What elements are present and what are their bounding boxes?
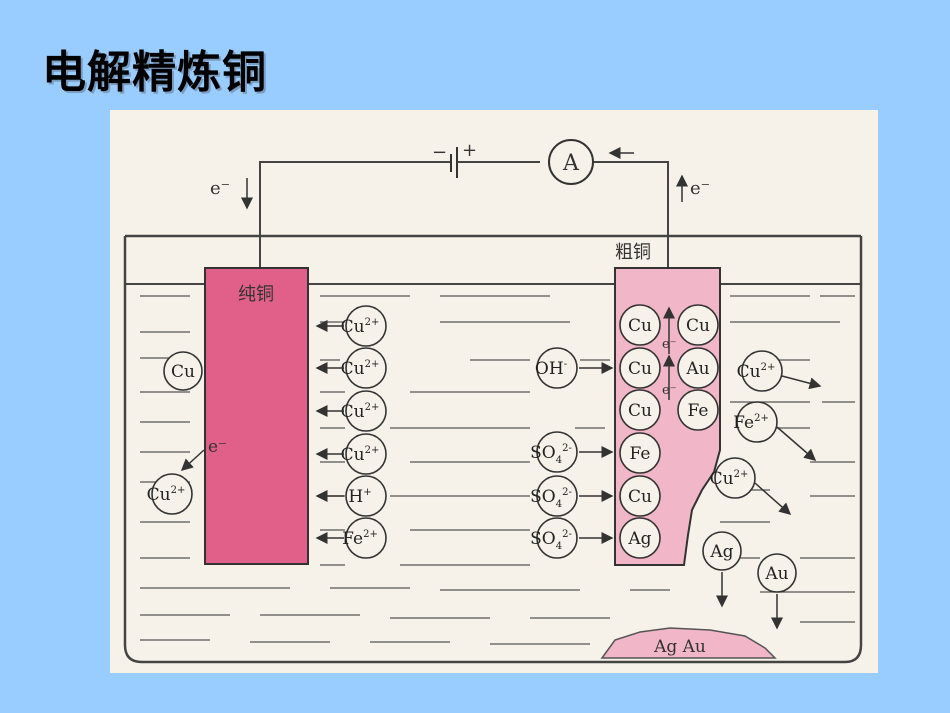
cathode-label: 纯铜 [238, 284, 274, 305]
anode-atom-c1-0-text: Cu [628, 316, 652, 336]
right-ion-arrow-0 [781, 375, 822, 390]
left-cu2-ion-text: Cu2+ [147, 485, 186, 505]
battery-neg-label: − [432, 142, 447, 163]
left-cu-atom-text: Cu [171, 362, 195, 382]
cathode-ion-5: Fe2+ [342, 517, 387, 559]
right-ion-0-text: Cu2+ [737, 362, 776, 382]
anode-atom-c1-0: Cu [619, 304, 661, 346]
wire-right [575, 161, 669, 268]
right-ion-0: Cu2+ [737, 350, 783, 392]
right-ion-1: Fe2+ [733, 401, 778, 443]
left-electron-label: e⁻ [208, 437, 227, 457]
cathode-ion-2: Cu2+ [341, 390, 387, 432]
anion-so4-0-text: SO42- [530, 443, 572, 466]
anion-so4-1-text: SO42- [530, 487, 572, 510]
cathode-ion-4: H+ [345, 475, 387, 517]
anode-atom-c1-1: Cu [619, 347, 661, 389]
cathode-pure-copper [204, 267, 309, 565]
anion-so4-2-text: SO42- [530, 529, 572, 552]
anode-electron-label-0: e⁻ [662, 337, 677, 352]
anode-atom-c1-5: Ag [619, 517, 661, 559]
right-ion-arrow-2 [754, 482, 792, 515]
left-cu2-ion: Cu2+ [147, 473, 193, 515]
anode-atom-c1-2-text: Cu [628, 401, 652, 421]
anode-atom-c1-5-text: Ag [627, 529, 651, 549]
electrolysis-figure: − + A e⁻ e⁻ 纯铜 粗铜 Ag Au Cu2+ Cu2+ Cu2+ Cu2+… [110, 110, 878, 673]
electron-left-label: e⁻ [210, 178, 230, 199]
sinking-ag-text: Ag [709, 542, 733, 562]
anion-so4-2: SO42- [530, 517, 578, 559]
sludge-label: Ag Au [653, 637, 706, 657]
battery-pos-label: + [462, 140, 477, 161]
right-ion-1-text: Fe2+ [733, 413, 769, 433]
anode-atom-c2-1-text: Au [685, 359, 709, 379]
slide-title: 电解精炼铜 [42, 47, 267, 98]
electrolysis-diagram: − + A e⁻ e⁻ 纯铜 粗铜 Ag Au Cu2+ Cu2+ Cu2+ Cu2+… [123, 139, 863, 664]
sinking-au-text: Au [764, 564, 788, 584]
cathode-ion-0-text: Cu2+ [341, 317, 380, 337]
cathode-ion-1: Cu2+ [341, 347, 387, 389]
anode-electron-label-1: e⁻ [662, 383, 677, 398]
anode-atom-c1-3-text: Fe [630, 444, 651, 464]
left-cu-atom: Cu [163, 351, 203, 391]
cathode-ion-3: Cu2+ [341, 433, 387, 475]
anode-atom-c2-0-text: Cu [686, 316, 710, 336]
cathode-ion-5-text: Fe2+ [342, 529, 378, 549]
anion-so4-1: SO42- [530, 475, 578, 517]
anode-atom-c2-0: Cu [677, 304, 719, 346]
tank [123, 236, 863, 664]
anode-label: 粗铜 [615, 242, 651, 263]
cathode-ion-0: Cu2+ [341, 305, 387, 347]
anion-so4-0: SO42- [530, 431, 578, 473]
anode-atom-c1-3: Fe [619, 432, 661, 474]
cathode-ion-3-text: Cu2+ [341, 445, 380, 465]
right-ion-2: Cu2+ [710, 457, 756, 499]
ammeter-label: A [562, 151, 580, 176]
anode-atom-c2-2: Fe [677, 389, 719, 431]
electrolyte-lines [140, 295, 855, 645]
ammeter [548, 139, 594, 185]
anode-atom-c1-1-text: Cu [628, 359, 652, 379]
anion-oh: OH- [535, 347, 578, 389]
anode-atom-c1-2: Cu [619, 389, 661, 431]
cathode-ion-2-text: Cu2+ [341, 402, 380, 422]
electron-right-label: e⁻ [690, 178, 710, 199]
anode-sludge [600, 627, 777, 659]
right-ion-arrow-1 [776, 426, 817, 461]
right-ion-2-text: Cu2+ [710, 469, 749, 489]
left-electron-arrow [180, 449, 205, 472]
wire-left [259, 161, 445, 268]
anode-atom-c1-4-text: Cu [628, 487, 652, 507]
cathode-ion-4-text: H+ [348, 487, 371, 507]
anode-atom-c1-4: Cu [619, 475, 661, 517]
sinking-ag: Ag [702, 531, 742, 571]
anode-atom-c2-2-text: Fe [688, 401, 709, 421]
anion-oh-text: OH- [535, 359, 567, 379]
anode-atom-c2-1: Au [677, 347, 719, 389]
sinking-au: Au [757, 553, 797, 593]
cathode-ion-1-text: Cu2+ [341, 359, 380, 379]
